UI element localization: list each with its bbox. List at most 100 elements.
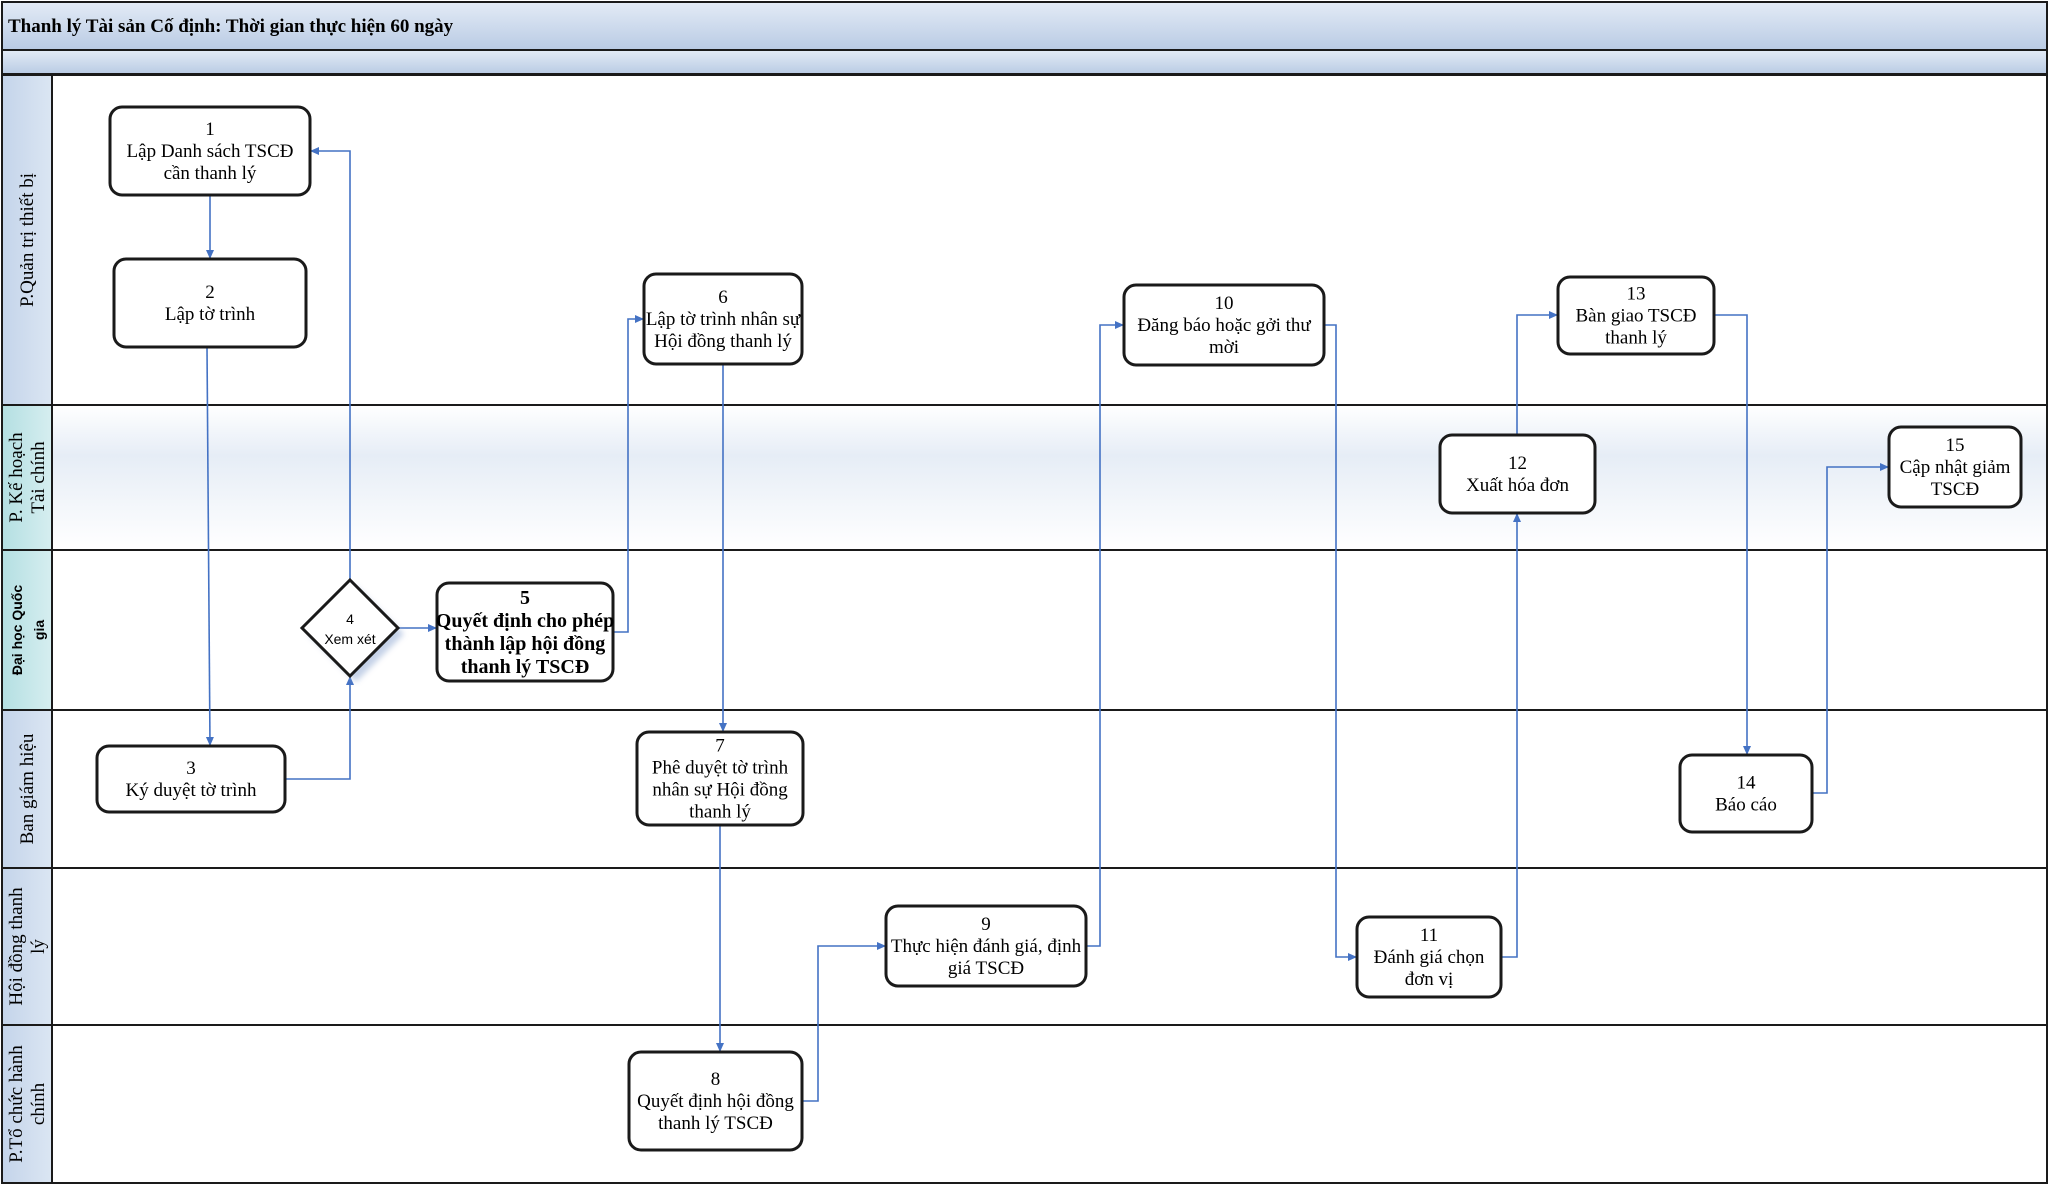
step-label: giá TSCĐ (948, 958, 1024, 979)
step-label: thành lập hội đồng (445, 633, 606, 655)
process-box (1678, 753, 1814, 834)
lane-label: P. Kế hoạchTài chính (6, 432, 49, 523)
step-number: 10 (1215, 293, 1234, 314)
step-number: 8 (711, 1069, 721, 1090)
connector-n11-to-n12 (1501, 513, 1521, 958)
process-box (435, 581, 615, 683)
connector-n14-to-n15 (1812, 463, 1889, 794)
lane-label-box (1, 709, 53, 869)
process-box (1122, 283, 1326, 367)
process-box (112, 257, 308, 349)
lane-qttb: P.Quản trị thiết bị (1, 74, 2048, 406)
step-label: Xem xét (324, 631, 375, 647)
lane-label: P.Tổ chức hànhchính (6, 1045, 49, 1163)
connector-n13-to-n14 (1714, 314, 1751, 755)
step-number: 6 (718, 287, 728, 308)
edges-layer (205, 147, 1889, 1102)
step-label: Cập nhật giảm (1900, 457, 2011, 478)
step-label: cần thanh lý (164, 163, 257, 184)
step-label: Phê duyệt tờ trình (652, 758, 789, 779)
lane-tchc: P.Tổ chức hànhchính (1, 1024, 2048, 1184)
step-number: 12 (1508, 453, 1527, 474)
step-label: Ký duyệt tờ trình (126, 780, 257, 801)
step-label: Hội đồng thanh lý (654, 331, 792, 352)
step-label: Đánh giá chọn (1374, 947, 1485, 968)
step-label: Đăng báo hoặc gởi thư (1137, 315, 1311, 336)
step-number: 1 (205, 119, 215, 140)
process-box (1556, 275, 1716, 356)
step-label: nhân sự Hội đồng (652, 780, 788, 801)
process-step-3[interactable]: 3Ký duyệt tờ trình (95, 744, 287, 814)
process-box (884, 904, 1088, 988)
lane-body (51, 1024, 2048, 1184)
lane-khtc: P. Kế hoạchTài chính (1, 404, 2048, 551)
lane-label: Ban giám hiệu (17, 733, 38, 844)
process-box (1355, 915, 1503, 999)
process-box (635, 730, 805, 827)
step-number: 9 (981, 914, 991, 935)
lane-body (51, 74, 2048, 406)
step-number: 5 (520, 587, 530, 609)
step-label: thanh lý TSCĐ (658, 1113, 773, 1134)
step-label: Xuất hóa đơn (1466, 475, 1569, 496)
step-label: Bàn giao TSCĐ (1575, 306, 1696, 327)
header-subbar (1, 49, 2048, 75)
lane-label: P.Quản trị thiết bị (17, 173, 38, 307)
step-label: thanh lý (689, 802, 751, 823)
connector-n9-to-n10 (1086, 321, 1124, 947)
decision-diamond (299, 577, 401, 679)
step-label: Thực hiện đánh giá, định (891, 936, 1082, 957)
process-box (108, 105, 312, 197)
step-label: TSCĐ (1931, 479, 1980, 500)
step-number: 13 (1627, 284, 1646, 305)
step-label: Quyết định cho phép (436, 610, 614, 632)
step-label: Báo cáo (1715, 795, 1777, 816)
step-number: 4 (346, 611, 354, 627)
connector-n5-to-n6 (613, 315, 644, 633)
step-number: 11 (1420, 925, 1438, 946)
step-number: 14 (1737, 773, 1757, 794)
connector-n3-to-n4 (285, 676, 354, 780)
step-label: Lập tờ trình (165, 304, 256, 325)
process-box (95, 744, 287, 814)
process-box (642, 272, 804, 366)
lane-label: Hội đồng thanhlý (6, 887, 49, 1006)
connector-n12-to-n13 (1516, 311, 1558, 435)
step-label: Lập tờ trình nhân sự (646, 309, 801, 330)
step-label: mời (1209, 337, 1239, 358)
step-number: 2 (205, 282, 215, 303)
step-label: đơn vị (1405, 969, 1454, 990)
lane-body (51, 404, 2048, 551)
process-box (627, 1050, 804, 1152)
process-box (1887, 425, 2023, 509)
connector-n4-to-n1 (310, 147, 351, 580)
diagram-title: Thanh lý Tài sản Cố định: Thời gian thực… (8, 16, 454, 37)
header-bar (1, 1, 2048, 51)
step-label: thanh lý TSCĐ (461, 656, 590, 678)
step-number: 3 (186, 758, 196, 779)
connector-n2-to-n3 (205, 346, 214, 747)
step-number: 15 (1946, 435, 1965, 456)
step-label: thanh lý (1605, 328, 1667, 349)
step-number: 7 (715, 736, 725, 757)
step-label: Lập Danh sách TSCĐ (127, 141, 294, 162)
process-box (1438, 433, 1597, 515)
